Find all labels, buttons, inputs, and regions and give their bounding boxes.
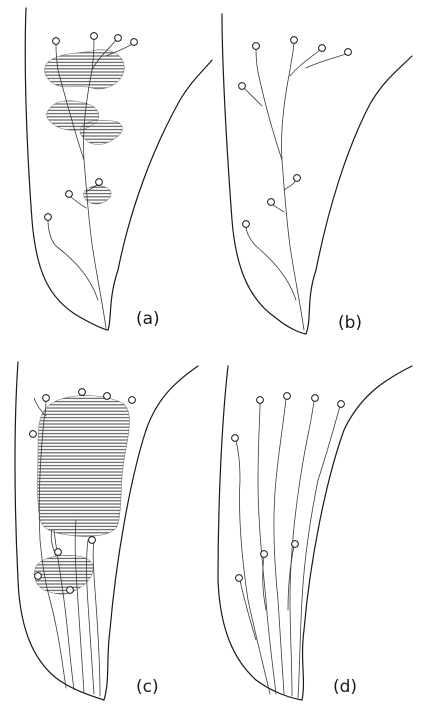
panel-c: (c)	[15, 362, 198, 700]
panel-b-source-node	[239, 83, 246, 90]
panel-d-channel	[236, 440, 270, 694]
panel-c-source-node	[30, 431, 37, 438]
panel-d-channel	[298, 406, 340, 698]
panel-c-shaded-area	[38, 395, 130, 536]
panel-a-source-node	[45, 214, 52, 221]
panel-b-tributary	[272, 204, 284, 212]
panel-d-source-node	[284, 393, 291, 400]
panel-a-source-node	[131, 39, 138, 46]
panel-c-source-node	[55, 549, 62, 556]
panel-a-shaded-area	[80, 120, 122, 144]
panel-a-source-node	[115, 35, 122, 42]
panel-c-source-node	[89, 537, 96, 544]
panel-a: (a)	[25, 8, 212, 330]
panel-a-source-node	[66, 191, 73, 198]
panel-c-source-node	[129, 397, 136, 404]
panel-d-label: (d)	[333, 677, 357, 697]
panel-b: (b)	[222, 14, 412, 334]
panel-c-source-node	[79, 389, 86, 396]
panel-b-source-node	[319, 45, 326, 52]
panel-d-source-node	[261, 551, 268, 558]
panel-b-outline	[222, 14, 412, 334]
panel-c-source-node	[35, 573, 42, 580]
panel-d-channel	[274, 398, 286, 694]
panel-a-source-node	[91, 33, 98, 40]
panel-b-source-node	[291, 37, 298, 44]
panel-b-tributary	[244, 88, 262, 106]
panel-b-channel-network	[244, 42, 346, 330]
panel-a-source-node	[53, 38, 60, 45]
panel-d-outline	[218, 366, 412, 700]
panel-b-main-channel	[281, 42, 304, 330]
panel-d-source-node	[257, 397, 264, 404]
panel-c-channel	[75, 520, 84, 692]
panel-b-tributary	[284, 180, 296, 190]
panel-b-source-nodes	[239, 37, 352, 228]
panel-d-source-node	[232, 435, 239, 442]
panel-b-source-node	[345, 49, 352, 56]
panel-a-source-node	[96, 179, 103, 186]
panel-a-label: (a)	[136, 309, 160, 329]
panel-d-channel-network	[236, 398, 340, 698]
panel-c-source-node	[43, 395, 50, 402]
panel-b-source-node	[294, 175, 301, 182]
panel-d-source-node	[292, 541, 299, 548]
panel-c-source-node	[67, 587, 74, 594]
panel-a-tributary	[106, 44, 132, 56]
panel-d: (d)	[218, 366, 412, 700]
panel-d-source-node	[236, 575, 243, 582]
panel-d-source-node	[312, 395, 319, 402]
panel-b-source-node	[243, 221, 250, 228]
panel-b-label: (b)	[338, 313, 362, 333]
panel-c-channel	[93, 540, 100, 696]
panel-c-shaded-areas	[34, 395, 129, 594]
panel-c-source-node	[104, 393, 111, 400]
panel-c-label: (c)	[136, 677, 159, 697]
panel-d-channel	[288, 546, 294, 610]
panel-d-channel	[258, 402, 276, 694]
panel-c-shaded-area	[34, 555, 93, 594]
panel-b-source-node	[253, 43, 260, 50]
panel-a-tributary	[70, 196, 86, 208]
panel-b-tributary	[290, 50, 320, 76]
panel-d-channel	[240, 580, 256, 640]
panel-b-source-node	[268, 199, 275, 206]
panel-d-source-node	[338, 401, 345, 408]
